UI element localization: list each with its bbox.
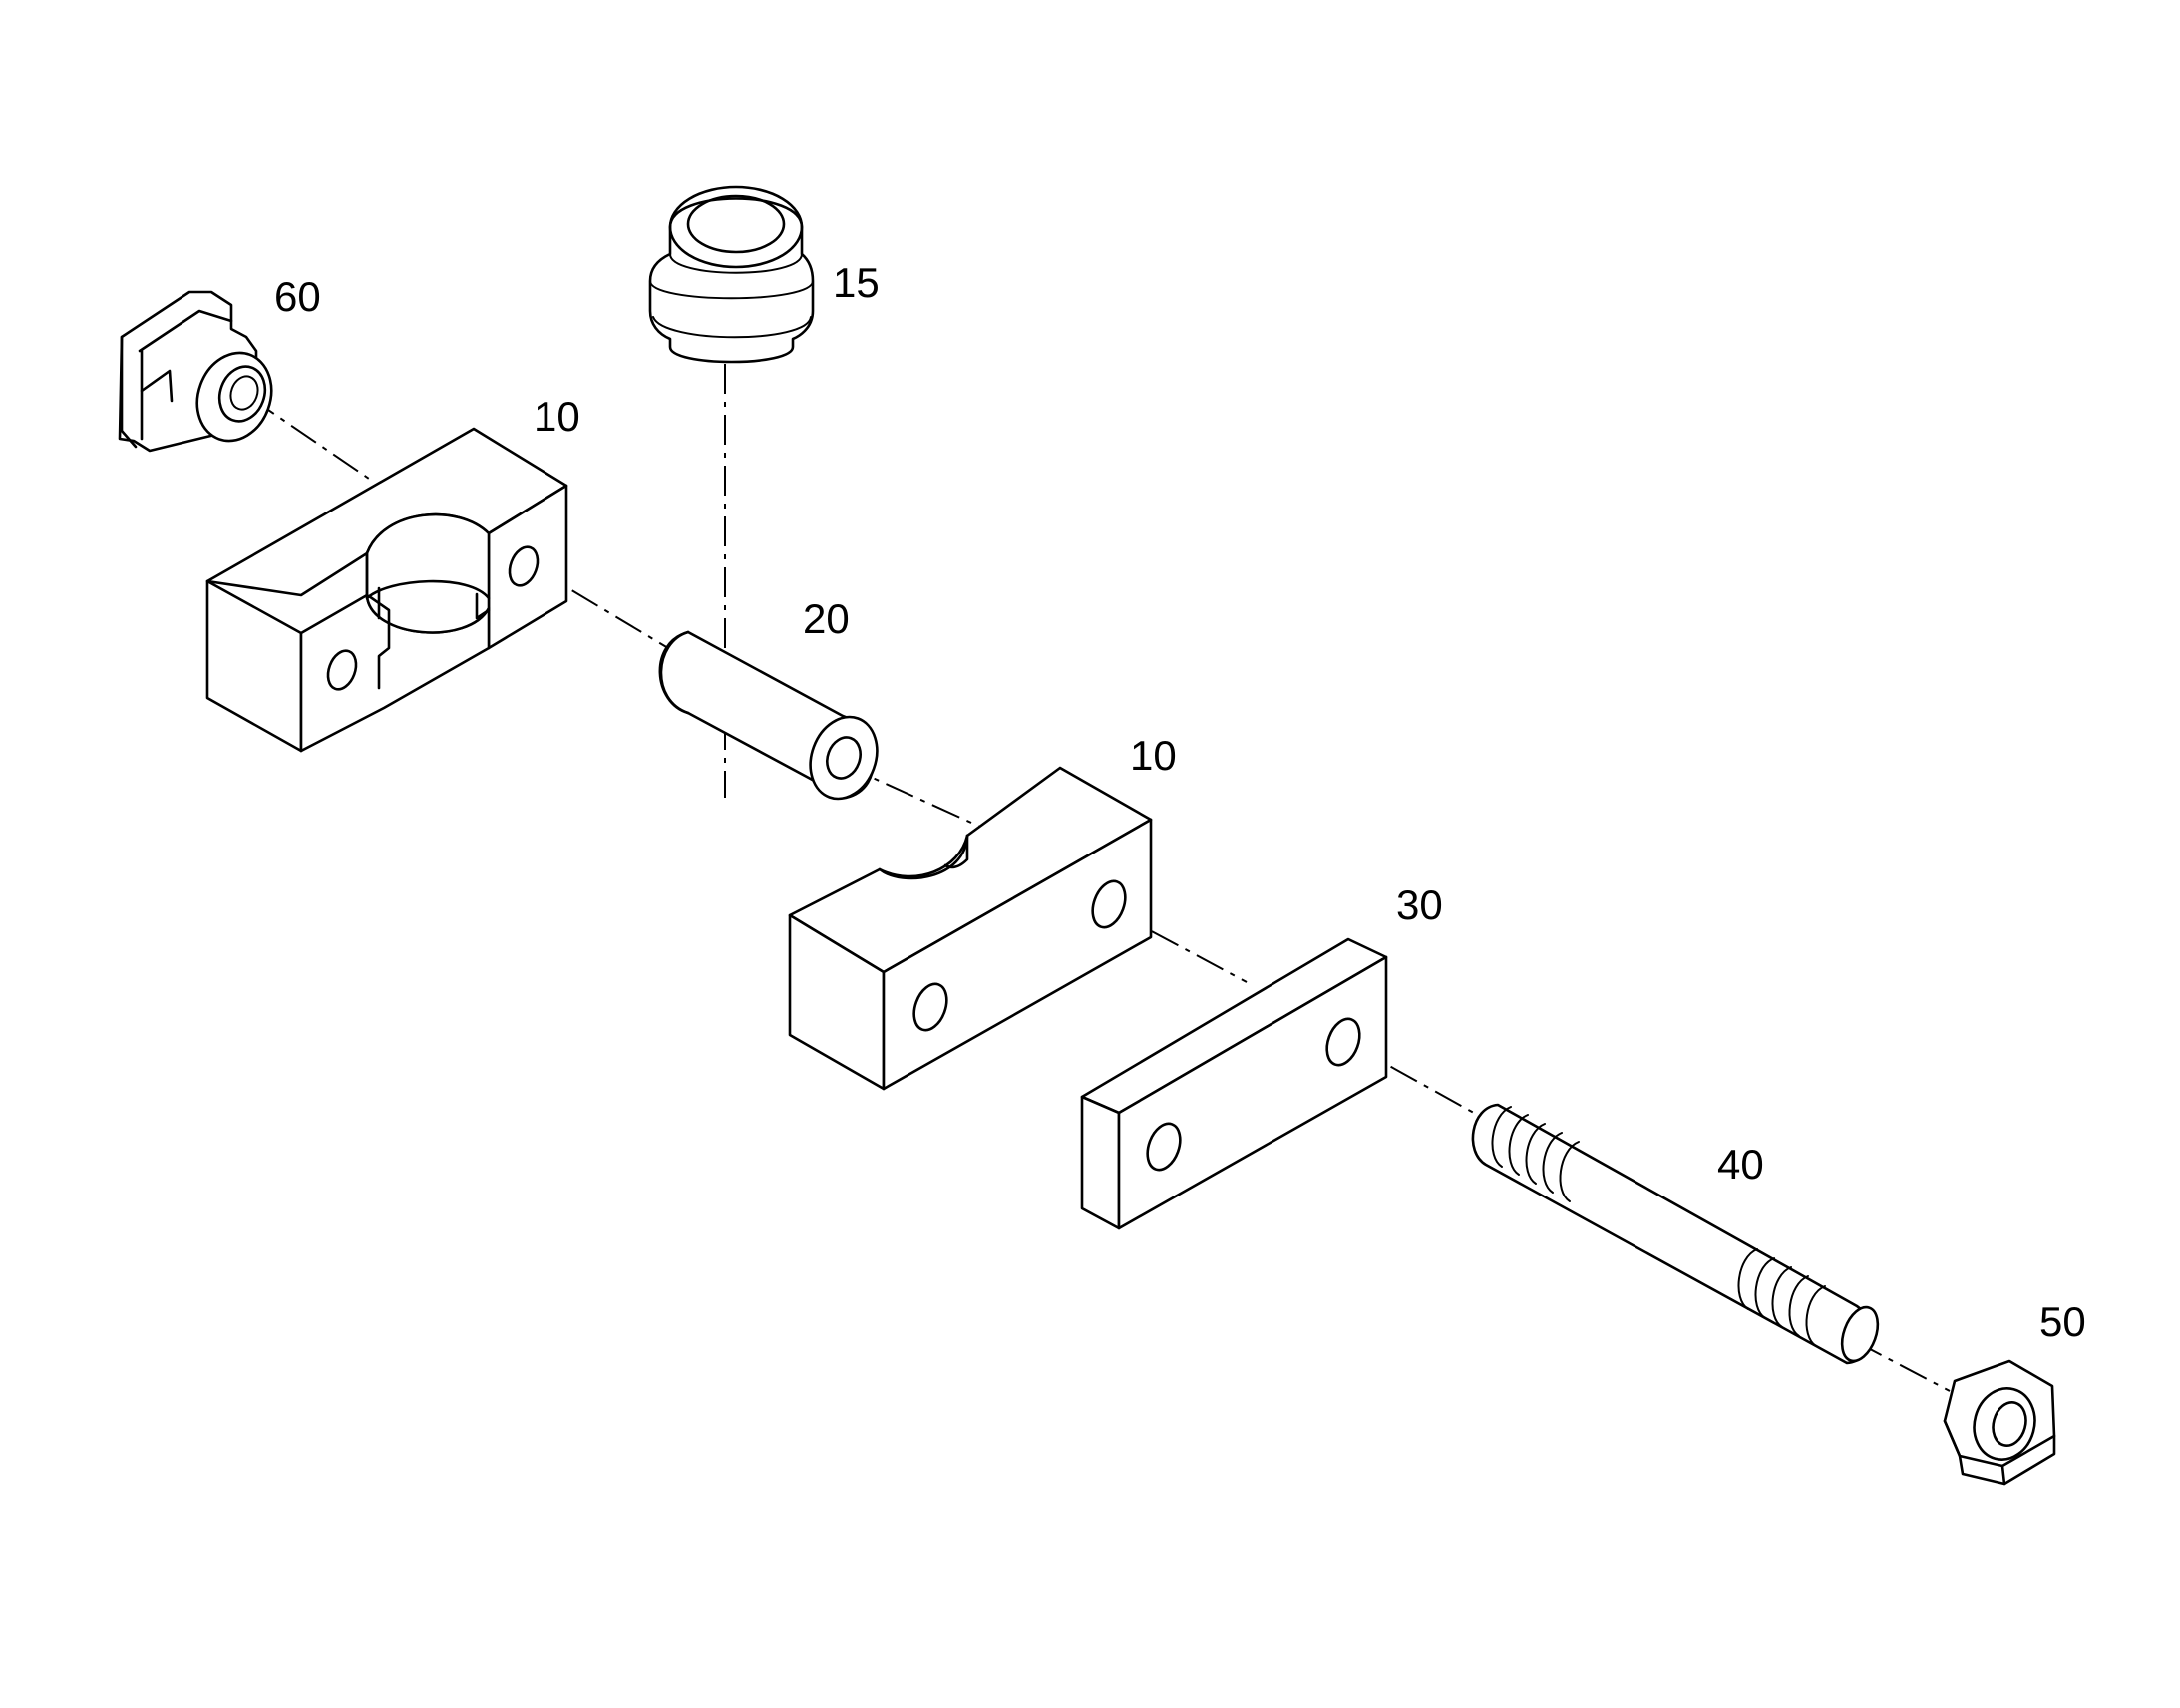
callout-20: 20 xyxy=(803,595,850,642)
callout-50: 50 xyxy=(2039,1298,2086,1345)
axis-line-60-to-10 xyxy=(248,396,370,480)
callout-60: 60 xyxy=(274,273,321,320)
part-10-upper-clamp-block xyxy=(205,427,568,753)
part-30-flat-plate xyxy=(1080,937,1388,1230)
callout-40: 40 xyxy=(1717,1141,1764,1188)
part-15-bushing xyxy=(648,185,815,364)
callout-10-upper: 10 xyxy=(534,393,580,440)
callout-15: 15 xyxy=(833,259,880,306)
part-60-slot-nut xyxy=(118,290,273,453)
part-50-hex-nut xyxy=(1943,1359,2056,1486)
callout-30: 30 xyxy=(1396,881,1443,928)
part-40-stud-bolt xyxy=(1471,1103,1880,1365)
part-10-lower-clamp-block xyxy=(788,766,1153,1091)
callout-10-lower: 10 xyxy=(1130,732,1177,779)
part-20-sleeve xyxy=(658,630,879,801)
